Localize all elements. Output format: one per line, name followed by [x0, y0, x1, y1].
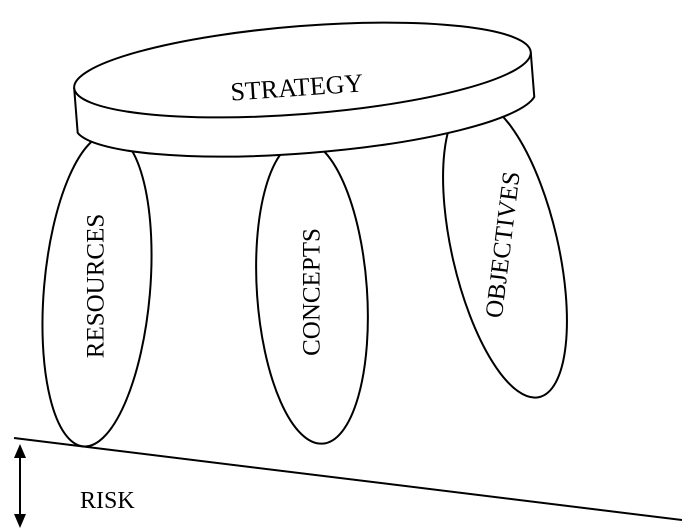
strategy-seat-top	[73, 21, 532, 119]
leg-resources-label: RESOURCES	[83, 214, 110, 358]
strategy-seat	[73, 21, 536, 158]
leg-resources: RESOURCES	[41, 132, 153, 448]
risk-label: RISK	[80, 488, 135, 514]
risk-arrow	[14, 444, 26, 528]
leg-concepts-label: CONCEPTS	[299, 228, 326, 356]
leg-concepts: CONCEPTS	[255, 139, 369, 445]
risk-slope-line	[13, 437, 682, 521]
leg-objectives: OBJECTIVES	[442, 99, 568, 399]
